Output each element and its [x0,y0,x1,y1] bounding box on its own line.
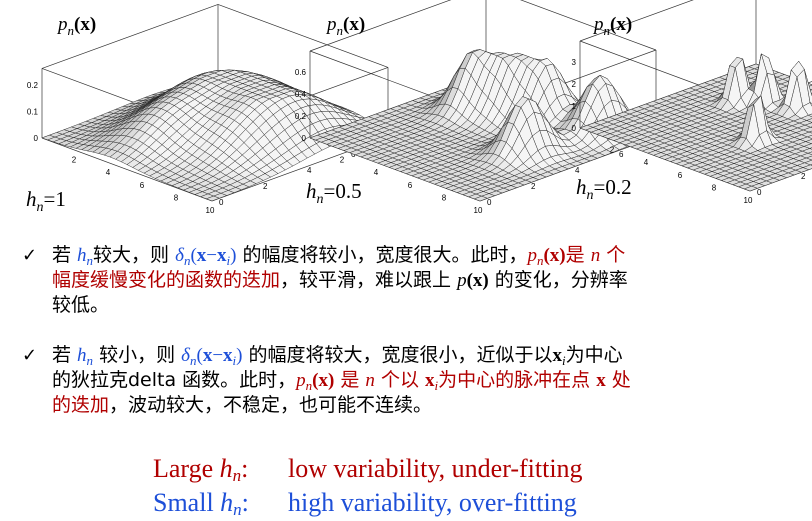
box-edge [41,137,213,202]
z-tick-label: 1 [572,102,577,111]
plot-ylabel: pn(x) [56,14,96,38]
surface-cell [205,195,220,202]
summary-small-value: high variability, over-fitting [288,488,577,517]
summary: Large hn: low variability, under-fitting… [153,452,793,520]
z-tick-label: 3 [572,58,577,67]
z-tick-label: 2 [572,80,577,89]
z-tick-label: 0 [572,124,577,133]
surface-plot-2: 00.20.40.624681002468pn(x)hn=0.5 [295,0,668,215]
plot-ylabel: pn(x) [592,14,632,38]
z-tick-label: 0 [34,134,39,143]
y-tick-label: 0 [219,198,224,207]
x-tick-label: 10 [206,206,215,215]
summary-large-value: low variability, under-fitting [288,454,583,483]
box-edge [579,0,694,42]
z-tick-label: 0.1 [27,108,39,117]
y-tick-label: 4 [307,166,312,175]
x-tick-label: 6 [408,181,413,190]
surface-cell [808,130,812,134]
density-plots: 00.10.224681002468pn(x)hn=100.20.40.6246… [26,0,812,215]
box-edge [520,0,657,51]
surface-cell [473,195,488,202]
x-tick-label: 8 [442,193,447,202]
summary-small-label: Small hn: [153,488,249,519]
surface-plot-3: 012324681002468pn(x)hn=0.2 [572,0,812,205]
check-icon: ✓ [22,245,38,266]
h-label: hn=1 [26,187,66,215]
y-tick-label: 2 [531,182,536,191]
surface-cell [743,185,758,192]
x-tick-label: 8 [174,193,179,202]
x-tick-label: 2 [340,156,345,165]
x-tick-label: 4 [374,168,379,177]
h-label: hn=0.2 [576,175,632,203]
x-tick-label: 2 [72,156,77,165]
x-tick-label: 4 [644,158,649,167]
x-tick-label: 2 [610,146,615,155]
plot-ylabel: pn(x) [325,14,365,38]
summary-large-label: Large hn: [153,454,249,485]
y-tick-label: 4 [575,166,580,175]
check-icon: ✓ [22,345,38,366]
y-tick-label: 0 [487,198,492,207]
h-label: hn=0.5 [306,179,362,207]
y-tick-label: 6 [351,150,356,159]
z-tick-label: 0 [302,134,307,143]
box-edge [756,0,812,40]
z-tick-label: 0.6 [295,68,307,77]
box-edge [309,0,452,52]
y-tick-label: 2 [801,172,806,181]
z-tick-label: 0.4 [295,90,307,99]
x-tick-label: 10 [474,206,483,215]
y-tick-label: 6 [619,150,624,159]
x-tick-label: 10 [744,196,753,205]
z-tick-label: 0.2 [27,81,39,90]
z-tick-label: 0.2 [295,112,307,121]
surface-cell [807,113,812,118]
y-tick-label: 0 [757,188,762,197]
x-tick-label: 6 [678,171,683,180]
box-edge [217,4,389,68]
x-tick-label: 8 [712,183,717,192]
x-tick-label: 4 [106,168,111,177]
box-edge [41,4,219,69]
x-tick-label: 6 [140,181,145,190]
y-tick-label: 2 [263,182,268,191]
